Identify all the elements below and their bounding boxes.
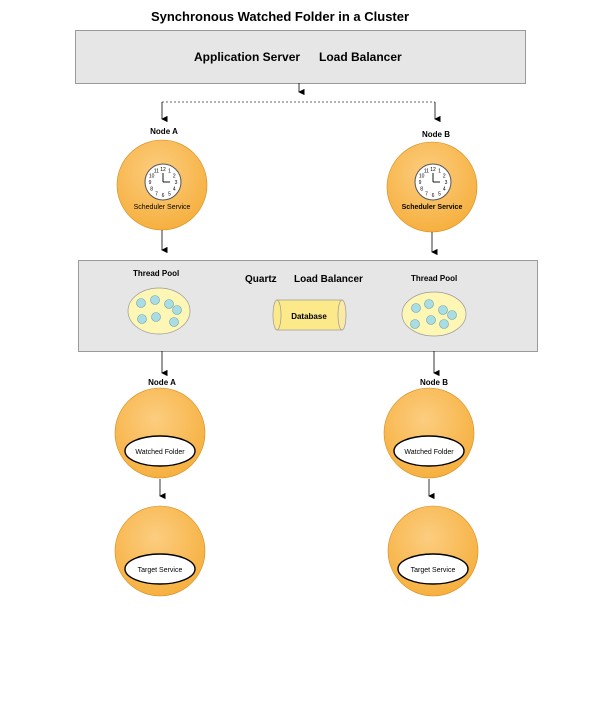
thread-icon <box>136 298 146 308</box>
application-server-label: Application Server <box>194 50 301 64</box>
node-b-target-service: Target Service <box>387 505 479 597</box>
thread-icon <box>447 310 457 320</box>
clock-number: 10 <box>149 174 155 180</box>
clock-number: 4 <box>443 187 446 193</box>
node-a-bottom-label: Node A <box>148 378 176 387</box>
thread-icon <box>137 314 147 324</box>
node-a-top-label: Node A <box>150 127 178 136</box>
node-b-watched-folder-label: Watched Folder <box>404 449 454 456</box>
top-load-balancer-label: Load Balancer <box>319 50 402 64</box>
diagram-title: Synchronous Watched Folder in a Cluster <box>150 9 410 24</box>
thread-icon <box>426 315 436 325</box>
thread-pool-right <box>401 291 467 337</box>
thread-icon <box>438 305 448 315</box>
thread-icon <box>164 299 174 309</box>
application-server-panel: Application Server Load Balancer <box>75 30 526 84</box>
clock-number: 7 <box>425 191 428 197</box>
thread-pool-left-label: Thread Pool <box>133 269 180 278</box>
clock-number: 6 <box>162 193 165 199</box>
clock-number: 7 <box>155 191 158 197</box>
thread-icon <box>439 319 449 329</box>
database-cylinder: Database <box>272 299 347 331</box>
thread-icon <box>411 303 421 313</box>
node-a-scheduler-service-label: Scheduler Service <box>134 204 191 211</box>
node-b-watched-folder: Watched Folder <box>383 387 475 479</box>
node-a-target-service-label: Target Service <box>138 567 183 574</box>
clock-number: 9 <box>419 180 422 186</box>
clock-number: 9 <box>149 180 152 186</box>
node-b-top-label: Node B <box>422 130 450 139</box>
clock-number: 6 <box>432 193 435 199</box>
thread-pool-right-label: Thread Pool <box>411 274 458 283</box>
thread-icon <box>172 305 182 315</box>
clock-number: 3 <box>445 180 448 186</box>
node-a-watched-folder: Watched Folder <box>114 387 206 479</box>
clock-number: 2 <box>173 174 176 180</box>
clock-number: 11 <box>154 169 159 175</box>
clock-number: 2 <box>443 174 446 180</box>
thread-icon <box>169 317 179 327</box>
node-b-bottom-label: Node B <box>420 378 448 387</box>
clock-number: 8 <box>420 187 423 193</box>
clock-number: 10 <box>419 174 425 180</box>
clock-number: 3 <box>175 180 178 186</box>
clock-number: 1 <box>168 169 171 175</box>
top-connectors <box>161 83 441 123</box>
thread-pool-left <box>127 287 191 335</box>
thread-icon <box>410 319 420 329</box>
thread-icon <box>424 299 434 309</box>
clock-number: 5 <box>168 191 171 197</box>
thread-icon <box>150 295 160 305</box>
clock-number: 11 <box>424 169 429 175</box>
quartz-label: Quartz <box>245 274 277 285</box>
node-b-target-service-label: Target Service <box>411 567 456 574</box>
clock-number: 1 <box>438 169 441 175</box>
clock-number: 12 <box>160 167 166 173</box>
clock-number: 4 <box>173 187 176 193</box>
thread-icon <box>151 312 161 322</box>
middle-load-balancer-label: Load Balancer <box>294 274 363 285</box>
clock-number: 8 <box>150 187 153 193</box>
node-a-target-service: Target Service <box>114 505 206 597</box>
node-a-watched-folder-label: Watched Folder <box>135 449 185 456</box>
database-label: Database <box>291 312 327 321</box>
node-b-scheduler-service-label: Scheduler Service <box>402 204 463 211</box>
clock-number: 12 <box>430 167 436 173</box>
clock-number: 5 <box>438 191 441 197</box>
